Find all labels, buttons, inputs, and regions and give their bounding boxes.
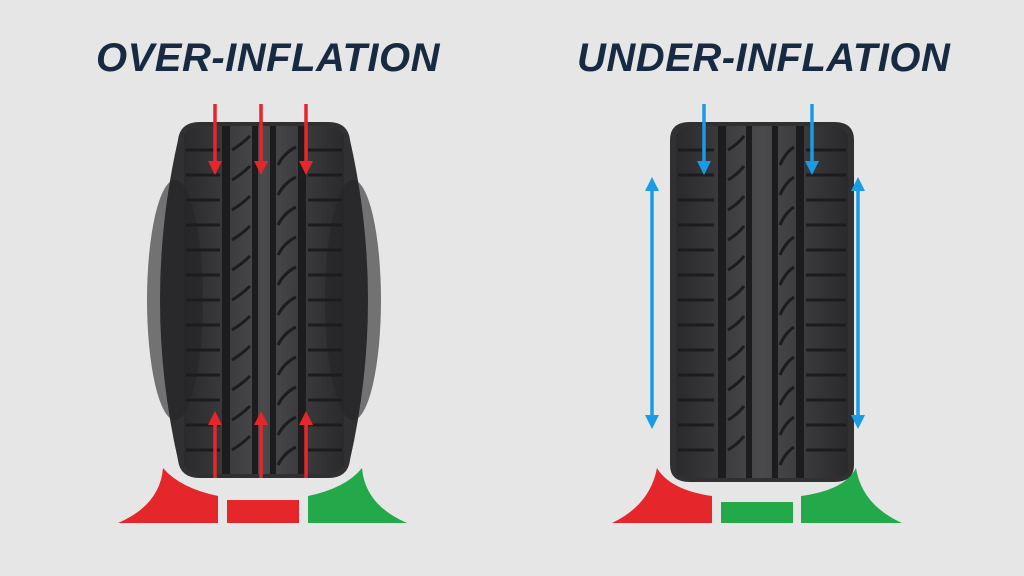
under-inflation-arrows (645, 104, 865, 429)
over-inflation-arrows (208, 104, 313, 478)
under-inflation-contact-patch (612, 468, 902, 523)
over-inflation-title: OVER-INFLATION (96, 36, 441, 80)
over-inflation-contact-patch (118, 468, 407, 523)
under-inflation-tire (670, 122, 854, 482)
under-inflation-title: UNDER-INFLATION (577, 36, 951, 80)
over-inflation-tire (147, 122, 381, 478)
